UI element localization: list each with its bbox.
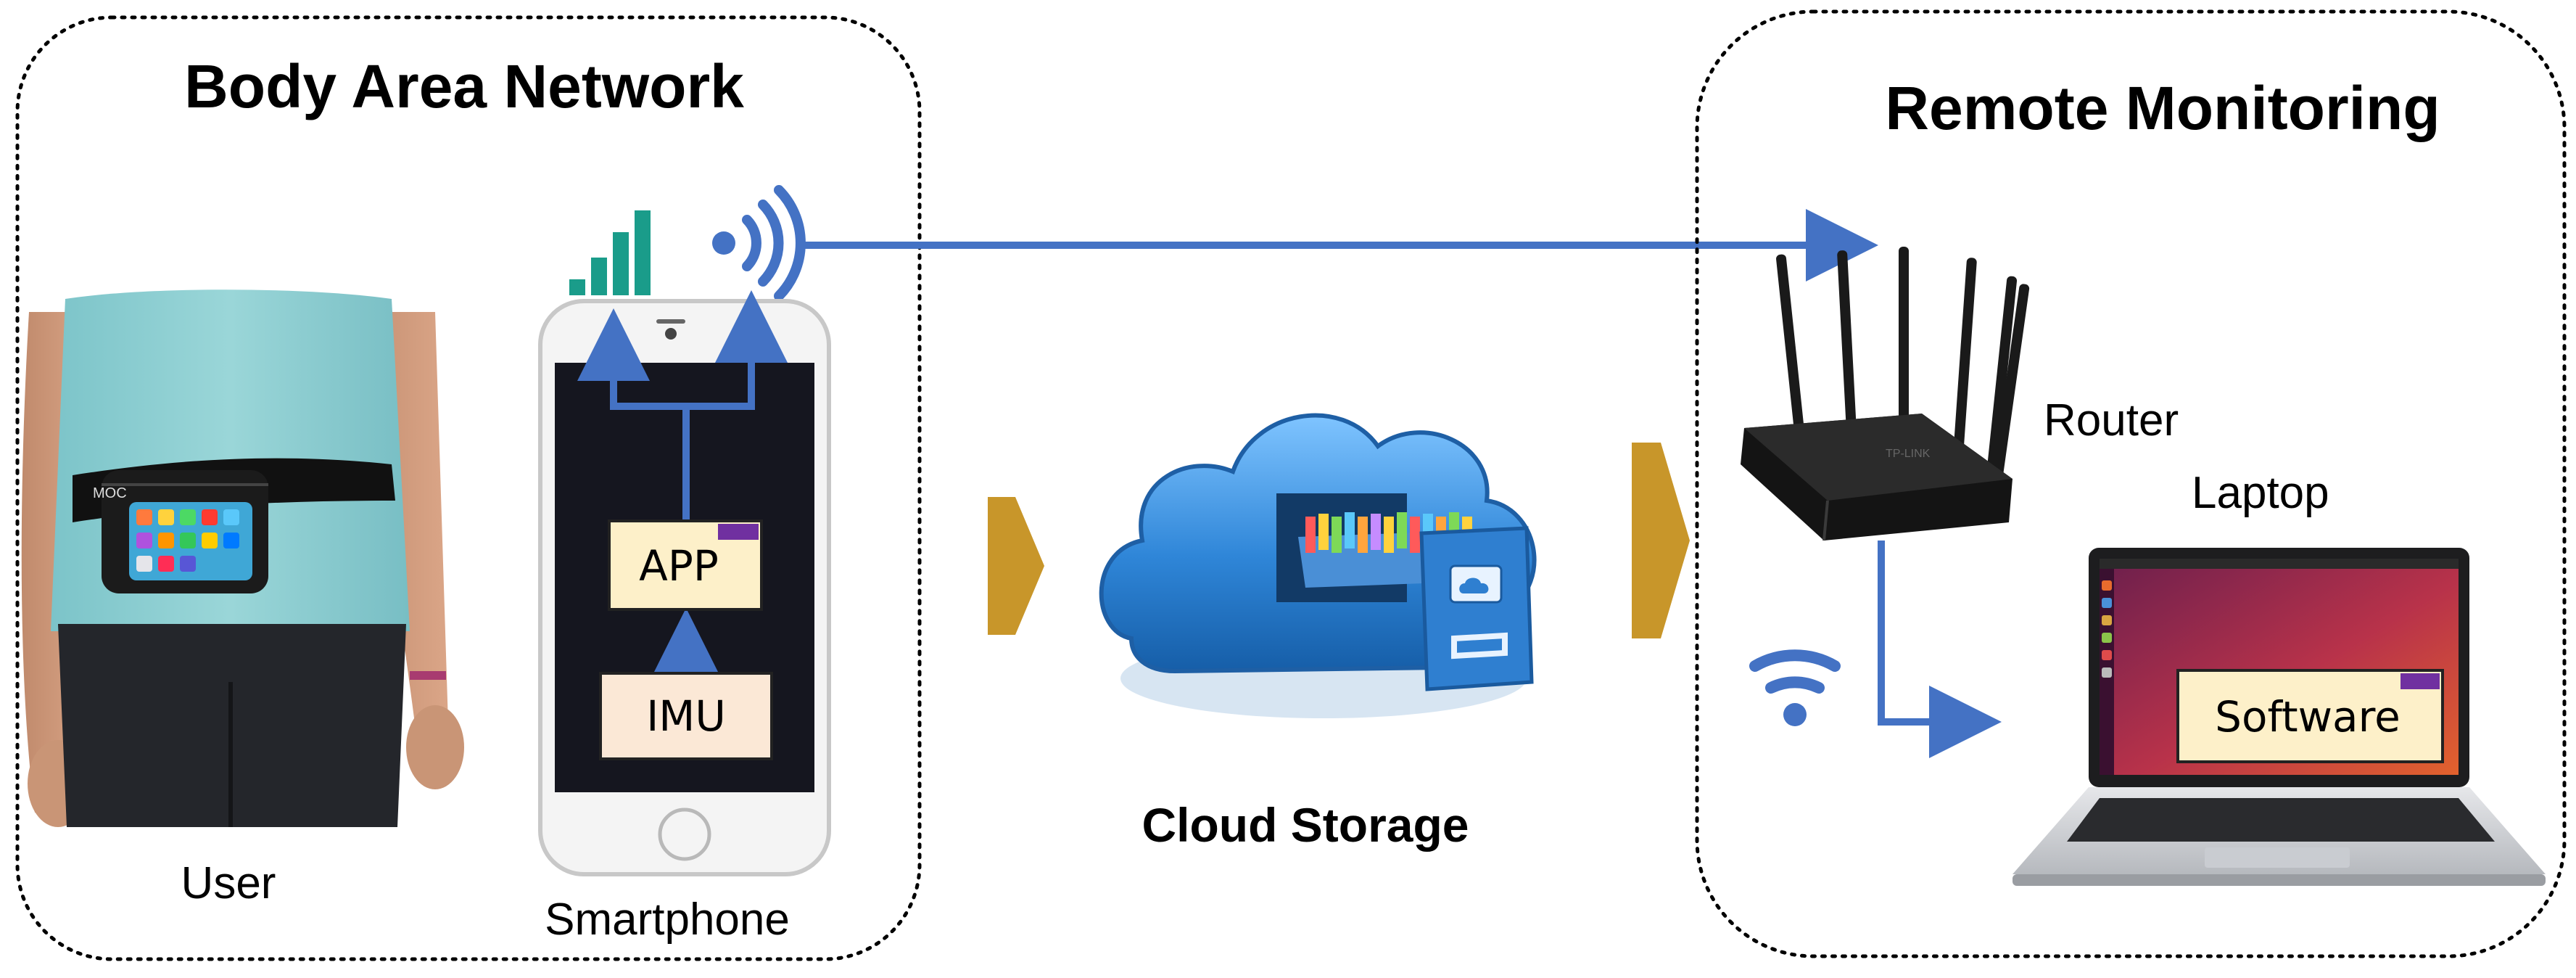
app-to-signal-lines xyxy=(577,308,690,521)
app-label: APP xyxy=(639,541,719,591)
router-label: Router xyxy=(2044,395,2179,445)
body-area-network-title: Body Area Network xyxy=(184,52,744,120)
signal-bars-icon xyxy=(569,210,651,295)
imu-label: IMU xyxy=(646,691,726,741)
imu-box: IMU xyxy=(599,672,773,760)
software-box: Software xyxy=(2176,669,2444,763)
user-image: MOC xyxy=(21,289,464,827)
flow-arrow-left xyxy=(988,497,1044,635)
flow-arrow-right xyxy=(1632,443,1690,638)
router-icon: TP-LINK xyxy=(1741,247,2030,541)
wifi-icon xyxy=(1749,649,1841,726)
belt-brand-label: MOC xyxy=(93,485,127,501)
remote-monitoring-title: Remote Monitoring xyxy=(1885,74,2440,142)
app-box: APP xyxy=(608,519,763,611)
body-area-network-panel xyxy=(15,15,922,961)
software-label: Software xyxy=(2215,692,2400,741)
cloud-storage-label: Cloud Storage xyxy=(1142,798,1469,852)
cloud-storage-icon xyxy=(1099,413,1537,718)
phone-data-flow xyxy=(577,290,788,681)
laptop-label: Laptop xyxy=(2192,468,2329,518)
user-label: User xyxy=(181,858,276,908)
smartphone-label: Smartphone xyxy=(545,895,790,945)
remote-monitoring-panel xyxy=(1695,9,2567,958)
wireless-signal-icon xyxy=(712,185,806,301)
router-brand-label: TP-LINK xyxy=(1886,448,1931,460)
router-to-laptop-arrow xyxy=(1878,541,2002,758)
